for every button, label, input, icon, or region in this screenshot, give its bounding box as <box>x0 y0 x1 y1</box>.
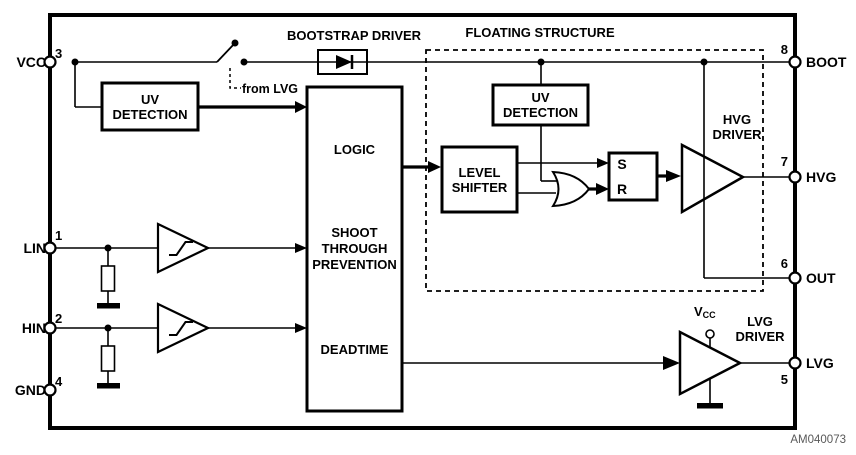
hvg-driver-label: HVG DRIVER <box>712 112 762 142</box>
pin-label-hin: HIN <box>21 320 46 336</box>
from-lvg-label: from LVG <box>242 82 299 96</box>
pin-lvg-icon <box>788 356 802 370</box>
hin-pulldown-resistor <box>97 328 120 389</box>
pin-label-boot: BOOT <box>806 54 847 70</box>
pin-gnd-icon <box>43 383 57 397</box>
ground-icon <box>697 403 723 409</box>
bootstrap-diode-icon <box>317 49 368 75</box>
uv-detection-float-block <box>491 62 590 182</box>
sr-to-hvg-wire <box>657 170 681 182</box>
logic-to-lvg-wire <box>402 356 680 370</box>
lin-schmitt-trigger-icon <box>156 222 211 274</box>
shoot-through-label: SHOOT THROUGH PREVENTION <box>312 225 397 272</box>
figure-id-watermark: AM040073 <box>790 434 846 446</box>
or-gate-icon <box>551 170 591 208</box>
pin-label-hvg: HVG <box>806 169 837 185</box>
pin-terminals <box>43 55 802 397</box>
switch-icon <box>216 39 248 66</box>
lin-pulldown-resistor <box>97 248 120 309</box>
hin-schmitt-trigger-icon <box>156 302 211 354</box>
lvg-driver-label: LVG DRIVER <box>735 314 785 344</box>
or-to-r-wire <box>588 183 609 195</box>
pin-label-gnd: GND <box>14 382 46 398</box>
vcc-supply-sub: CC <box>702 310 716 320</box>
level-shifter-label: LEVEL SHIFTER <box>451 164 508 195</box>
pin-hvg-icon <box>788 170 802 184</box>
logic-block <box>305 85 404 413</box>
latch-s-label: S <box>617 156 627 172</box>
bootstrap-driver-label: BOOTSTRAP DRIVER <box>286 28 422 43</box>
uv-to-logic-wire <box>198 101 307 113</box>
vcc-terminal-icon <box>705 329 715 339</box>
vcc-rail-wire <box>71 58 795 108</box>
logic-to-levelshifter-wire <box>402 161 441 173</box>
lvg-driver-buffer <box>678 329 743 409</box>
chip-outline <box>48 13 797 430</box>
floating-structure-label: FLOATING STRUCTURE <box>465 25 615 40</box>
lin-input-wire <box>50 244 158 252</box>
pin-number-2: 2 <box>55 311 63 326</box>
pin-vcc-icon <box>43 55 57 69</box>
sr-latch-block <box>607 151 659 202</box>
latch-r-label: R <box>616 181 628 197</box>
ground-icon <box>97 383 120 389</box>
uv-detection-left-label: UV DETECTION <box>112 91 188 122</box>
floating-structure-box <box>425 49 764 292</box>
vcc-supply-label: VCC <box>694 304 716 323</box>
vcc-supply-main: V <box>694 304 703 319</box>
level-shifter-block <box>440 145 519 214</box>
hin-to-logic-wire <box>208 323 307 333</box>
pin-label-out: OUT <box>806 270 836 286</box>
pin-label-lvg: LVG <box>806 355 834 371</box>
pin-label-lin: LIN <box>23 240 46 256</box>
pin-number-6: 6 <box>780 256 788 271</box>
lin-to-logic-wire <box>208 243 307 253</box>
levelshifter-to-s-wire <box>517 158 609 168</box>
pin-number-1: 1 <box>55 228 63 243</box>
uv-detection-float-label: UV DETECTION <box>502 90 579 120</box>
logic-label: LOGIC <box>333 142 376 157</box>
pin-number-5: 5 <box>780 372 788 387</box>
ground-icon <box>97 303 120 309</box>
pin-number-4: 4 <box>55 374 63 389</box>
pin-number-7: 7 <box>780 154 788 169</box>
pin-lin-icon <box>43 241 57 255</box>
from-lvg-dashed-wire <box>229 68 241 89</box>
pin-number-3: 3 <box>55 46 63 61</box>
pin-hin-icon <box>43 321 57 335</box>
hvg-driver-buffer <box>680 62 746 278</box>
deadtime-label: DEADTIME <box>320 342 389 357</box>
pin-number-8: 8 <box>780 42 788 57</box>
pin-label-vcc: VCC <box>16 54 46 70</box>
pin-out-icon <box>788 271 802 285</box>
pin-boot-icon <box>788 55 802 69</box>
